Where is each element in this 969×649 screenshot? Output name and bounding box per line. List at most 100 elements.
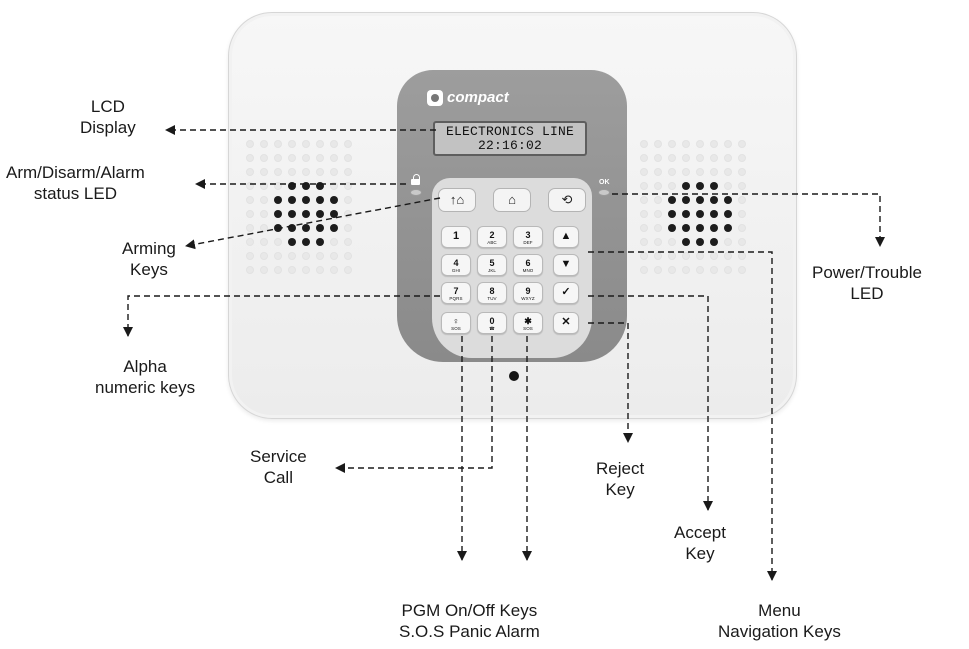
grille-hole [654,210,662,218]
grille-hole [274,252,282,260]
grille-hole [668,182,676,190]
key-letters: WXYZ [521,296,535,301]
grille-hole [738,154,746,162]
logo-icon [427,89,443,106]
grille-hole [246,196,254,204]
grille-hole [302,182,310,190]
grille-hole [668,196,676,204]
accept-key[interactable]: ✓ [553,282,579,304]
grille-hole [316,182,324,190]
grille-hole [330,252,338,260]
grille-hole [246,154,254,162]
grille-hole [260,196,268,204]
grille-hole [246,266,254,274]
grille-hole [316,238,324,246]
grille-hole [274,182,282,190]
grille-hole [302,252,310,260]
key-1[interactable]: 1 [441,226,471,248]
leader-alpha-keys [123,295,440,337]
grille-hole [288,266,296,274]
grille-hole [654,140,662,148]
arm-home-key[interactable]: ⌂ [493,188,531,212]
grille-hole [274,196,282,204]
grille-hole [654,154,662,162]
key-digit: 4 [453,258,459,268]
grille-hole [710,182,718,190]
right-speaker-grille [640,140,746,274]
grille-hole [640,210,648,218]
key-digit: 7 [453,286,459,296]
grille-hole [288,210,296,218]
grille-hole [682,168,690,176]
leader-accept [588,295,713,511]
grille-hole [710,266,718,274]
grille-hole [246,224,254,232]
grille-hole [344,140,352,148]
grille-hole [316,210,324,218]
sos-key[interactable]: ✱SOS [513,312,543,334]
grille-hole [344,210,352,218]
pgm-key[interactable]: ♀SOS [441,312,471,334]
key-glyph: ▼ [560,258,572,270]
key-0[interactable]: 0☎ [477,312,507,334]
nav-up-key[interactable]: ▲ [553,226,579,248]
grille-hole [738,140,746,148]
grille-hole [654,266,662,274]
grille-hole [710,224,718,232]
grille-hole [316,196,324,204]
grille-hole [724,182,732,190]
grille-hole [710,140,718,148]
key-letters: ABC [487,240,497,245]
arm-away-icon: ↑⌂ [449,192,465,207]
status-led [410,189,422,196]
grille-hole [738,196,746,204]
grille-hole [668,266,676,274]
leader-reject [588,322,633,443]
grille-hole [682,252,690,260]
arm-away-key[interactable]: ↑⌂ [438,188,476,212]
disarm-key[interactable]: ⟲ [548,188,586,212]
grille-hole [738,266,746,274]
grille-hole [654,224,662,232]
key-letters: GHI [451,268,461,273]
grille-hole [682,140,690,148]
reject-key[interactable]: ✕ [553,312,579,334]
grille-hole [344,196,352,204]
grille-hole [330,266,338,274]
grille-hole [302,154,310,162]
grille-hole [302,140,310,148]
grille-hole [260,210,268,218]
grille-hole [682,154,690,162]
grille-hole [330,140,338,148]
nav-down-key[interactable]: ▼ [553,254,579,276]
grille-hole [640,266,648,274]
key-digit: 0 [489,316,495,326]
key-glyph: 1 [452,230,460,242]
grille-hole [640,140,648,148]
grille-hole [246,238,254,246]
disarm-icon: ⟲ [561,192,573,207]
leader-power-led [612,193,885,247]
grille-hole [246,182,254,190]
grille-hole [302,224,310,232]
key-digit: 9 [525,286,531,296]
grille-hole [344,238,352,246]
grille-hole [260,252,268,260]
key-digit: 3 [525,230,531,240]
key-letters: PQRS [449,296,463,301]
grille-hole [288,238,296,246]
grille-hole [344,224,352,232]
